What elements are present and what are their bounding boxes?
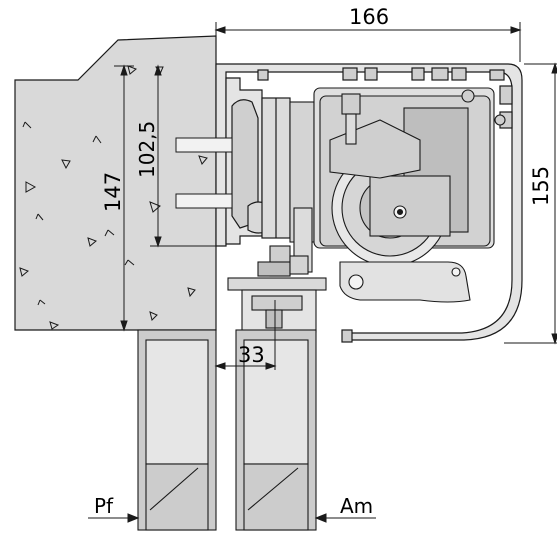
dimension-33 <box>214 330 277 372</box>
right-door-leaf <box>235 329 317 531</box>
dimension-102-5-label: 102,5 <box>135 121 159 178</box>
wall-bolts <box>175 137 233 209</box>
label-pf: Pf <box>94 494 114 518</box>
concrete-aggregate <box>19 65 208 330</box>
housing-profile <box>215 63 523 343</box>
label-pf-leader <box>88 513 140 523</box>
dimension-33-label: 33 <box>238 343 265 367</box>
dimension-147 <box>114 64 134 332</box>
label-am-leader <box>314 513 376 523</box>
left-door-leaf <box>137 329 217 531</box>
dimension-102-5 <box>150 64 220 248</box>
dimension-147-label: 147 <box>101 172 125 212</box>
label-am: Am <box>340 494 373 518</box>
dimension-155-label: 155 <box>529 166 553 206</box>
dimension-166-label: 166 <box>349 5 389 29</box>
dimension-166 <box>214 22 522 62</box>
left-rail-profile <box>225 77 291 245</box>
hanger <box>257 207 313 277</box>
motor-assembly <box>289 87 506 303</box>
suspension-plate <box>227 277 327 333</box>
dimension-155 <box>504 62 557 345</box>
